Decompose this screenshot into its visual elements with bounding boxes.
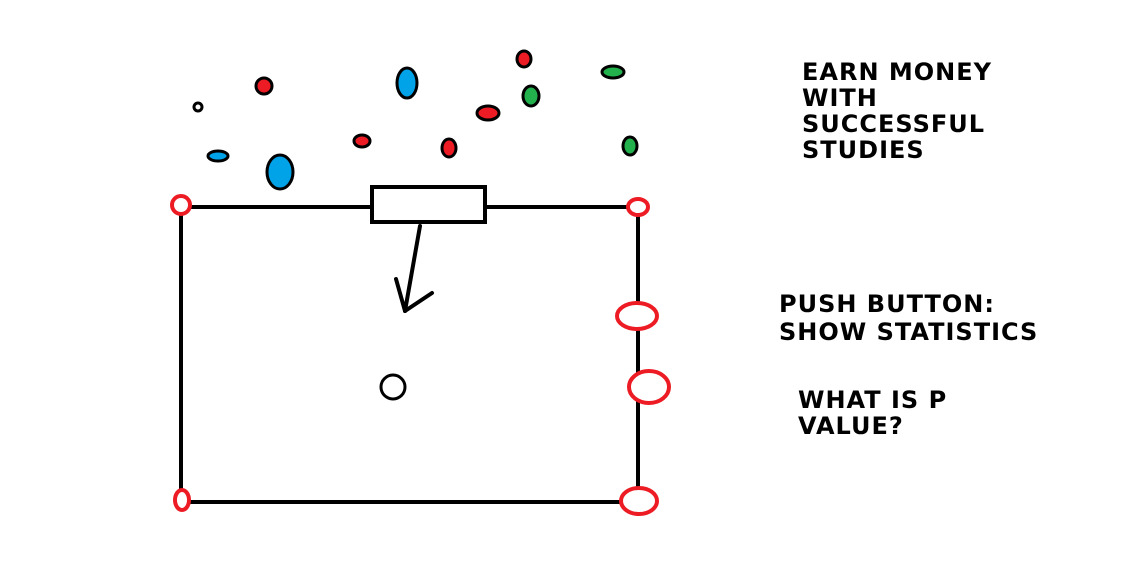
arrow-down (394, 224, 434, 313)
particle-black-small (192, 101, 204, 113)
terminal-bottom-right (619, 486, 659, 516)
earn-money-text: EARN MONEY WITH SUCCESSFUL STUDIES (802, 60, 992, 164)
arrow-head (394, 277, 434, 313)
push-button-line: PUSH BUTTON: (779, 290, 995, 318)
terminal-bottom-left (173, 488, 191, 512)
p-value-line: WHAT IS P (798, 386, 948, 414)
terminal-top-left (170, 194, 192, 216)
p-value-line: VALUE? (798, 412, 904, 440)
earn-money-line: EARN MONEY (802, 58, 993, 86)
earn-money-line: STUDIES (802, 136, 925, 164)
particle-green (600, 64, 626, 80)
push-button-text: PUSH BUTTON: SHOW STATISTICS (779, 292, 1038, 348)
earn-money-line: SUCCESSFUL (802, 110, 986, 138)
earn-money-line: WITH (802, 84, 878, 112)
particle-blue (206, 149, 230, 163)
push-button-line: SHOW STATISTICS (779, 318, 1039, 346)
particle-blue-large (265, 153, 295, 191)
particle-red (475, 104, 501, 122)
black-circle (379, 373, 407, 401)
terminal-top-right (626, 197, 650, 217)
particle-red (515, 49, 533, 69)
arrow-shaft (403, 224, 422, 313)
particle-red (440, 137, 458, 159)
particle-blue-large (395, 66, 419, 100)
terminal-right-upper[interactable] (615, 301, 659, 331)
particle-red (352, 133, 372, 149)
p-value-text: WHAT IS P VALUE? (798, 388, 947, 440)
particle-red (254, 76, 274, 96)
circuit-wires (179, 205, 640, 504)
terminals (170, 194, 671, 516)
particle-green (621, 135, 639, 157)
resistor (370, 185, 487, 224)
particles (192, 49, 639, 191)
particle-green (521, 84, 541, 108)
terminal-right-lower[interactable] (627, 369, 671, 405)
